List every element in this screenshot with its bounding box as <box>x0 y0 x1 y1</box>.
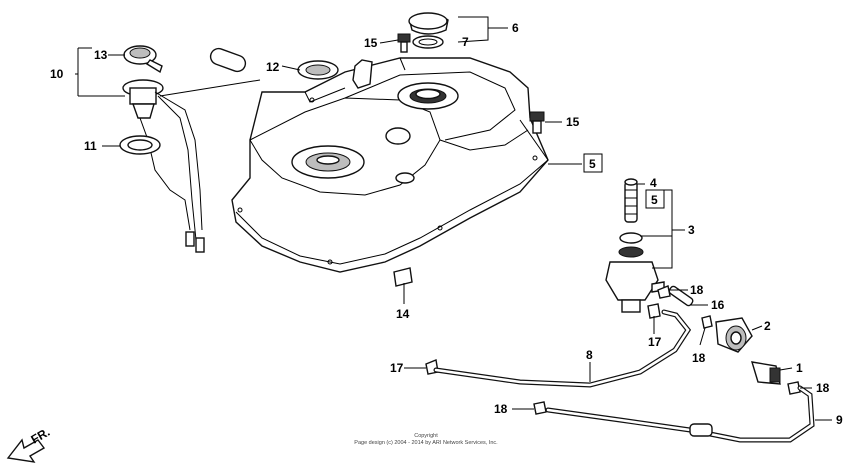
callout-9: 9 <box>836 413 843 427</box>
fuel-valve-assembly[interactable] <box>605 246 665 313</box>
callout-3: 3 <box>688 223 695 237</box>
callout-5-tank: 5 <box>589 157 596 171</box>
fuel-filter-housing[interactable] <box>715 317 753 353</box>
callout-12: 12 <box>266 60 280 74</box>
callout-11: 11 <box>84 139 97 153</box>
callout-1: 1 <box>796 361 803 375</box>
callout-5-box-tank <box>583 153 603 173</box>
callout-5-valve: 5 <box>651 193 658 207</box>
callout-14: 14 <box>396 307 410 321</box>
callout-8: 8 <box>586 348 593 362</box>
callout-18-b: 18 <box>692 351 706 365</box>
callout-17-b: 17 <box>648 335 662 349</box>
callout-10: 10 <box>50 67 64 81</box>
fuel-tube-8[interactable] <box>433 309 692 388</box>
sender-lock-ring[interactable] <box>297 60 339 80</box>
callout-15-upper: 15 <box>364 36 378 50</box>
connector-cap[interactable] <box>123 45 163 74</box>
fuel-valve-o-ring[interactable] <box>619 232 643 244</box>
callout-5-box-valve <box>645 189 665 209</box>
callout-17-a: 17 <box>390 361 404 375</box>
clip-17-b[interactable] <box>647 303 661 319</box>
arrow-left-down-icon <box>6 438 46 463</box>
bolt-right[interactable] <box>529 111 545 134</box>
clip-18-d[interactable] <box>533 401 547 415</box>
callout-6: 6 <box>512 21 519 35</box>
leader-lines <box>75 16 832 421</box>
fuel-filler-cap[interactable] <box>408 12 449 35</box>
copyright-line-2: Page design (c) 2004 - 2014 by ARI Netwo… <box>354 440 498 446</box>
callout-15-right: 15 <box>566 115 580 129</box>
front-direction-arrow: FR. <box>6 425 52 463</box>
fuel-valve-strainer[interactable] <box>624 178 638 223</box>
copyright-line-1: Copyright <box>414 433 438 439</box>
callout-18-c: 18 <box>816 381 830 395</box>
callouts: 13 10 11 12 15 6 7 15 5 4 5 3 14 18 16 2… <box>50 21 843 427</box>
fuel-tank[interactable] <box>231 57 549 273</box>
filler-cap-gasket[interactable] <box>412 35 444 49</box>
callout-16: 16 <box>711 298 725 312</box>
callout-13: 13 <box>94 48 108 62</box>
callout-18-d: 18 <box>494 402 508 416</box>
callout-7: 7 <box>462 35 469 49</box>
fuel-filter[interactable] <box>751 361 781 385</box>
fuel-tube-9[interactable] <box>545 385 815 443</box>
callout-4: 4 <box>650 176 657 190</box>
clip-18-c[interactable] <box>787 381 801 395</box>
clip-18-a[interactable] <box>657 285 671 299</box>
joint-pipe[interactable] <box>668 285 694 307</box>
fuel-sender-unit[interactable] <box>122 46 261 253</box>
callout-18-a: 18 <box>690 283 704 297</box>
bolt-upper[interactable] <box>397 33 411 53</box>
sender-gasket[interactable] <box>119 135 161 155</box>
copyright-notice: Copyright Page design (c) 2004 - 2014 by… <box>354 433 498 446</box>
callout-2: 2 <box>764 319 771 333</box>
tank-label-pad[interactable] <box>393 267 413 287</box>
clip-18-b[interactable] <box>701 315 713 329</box>
